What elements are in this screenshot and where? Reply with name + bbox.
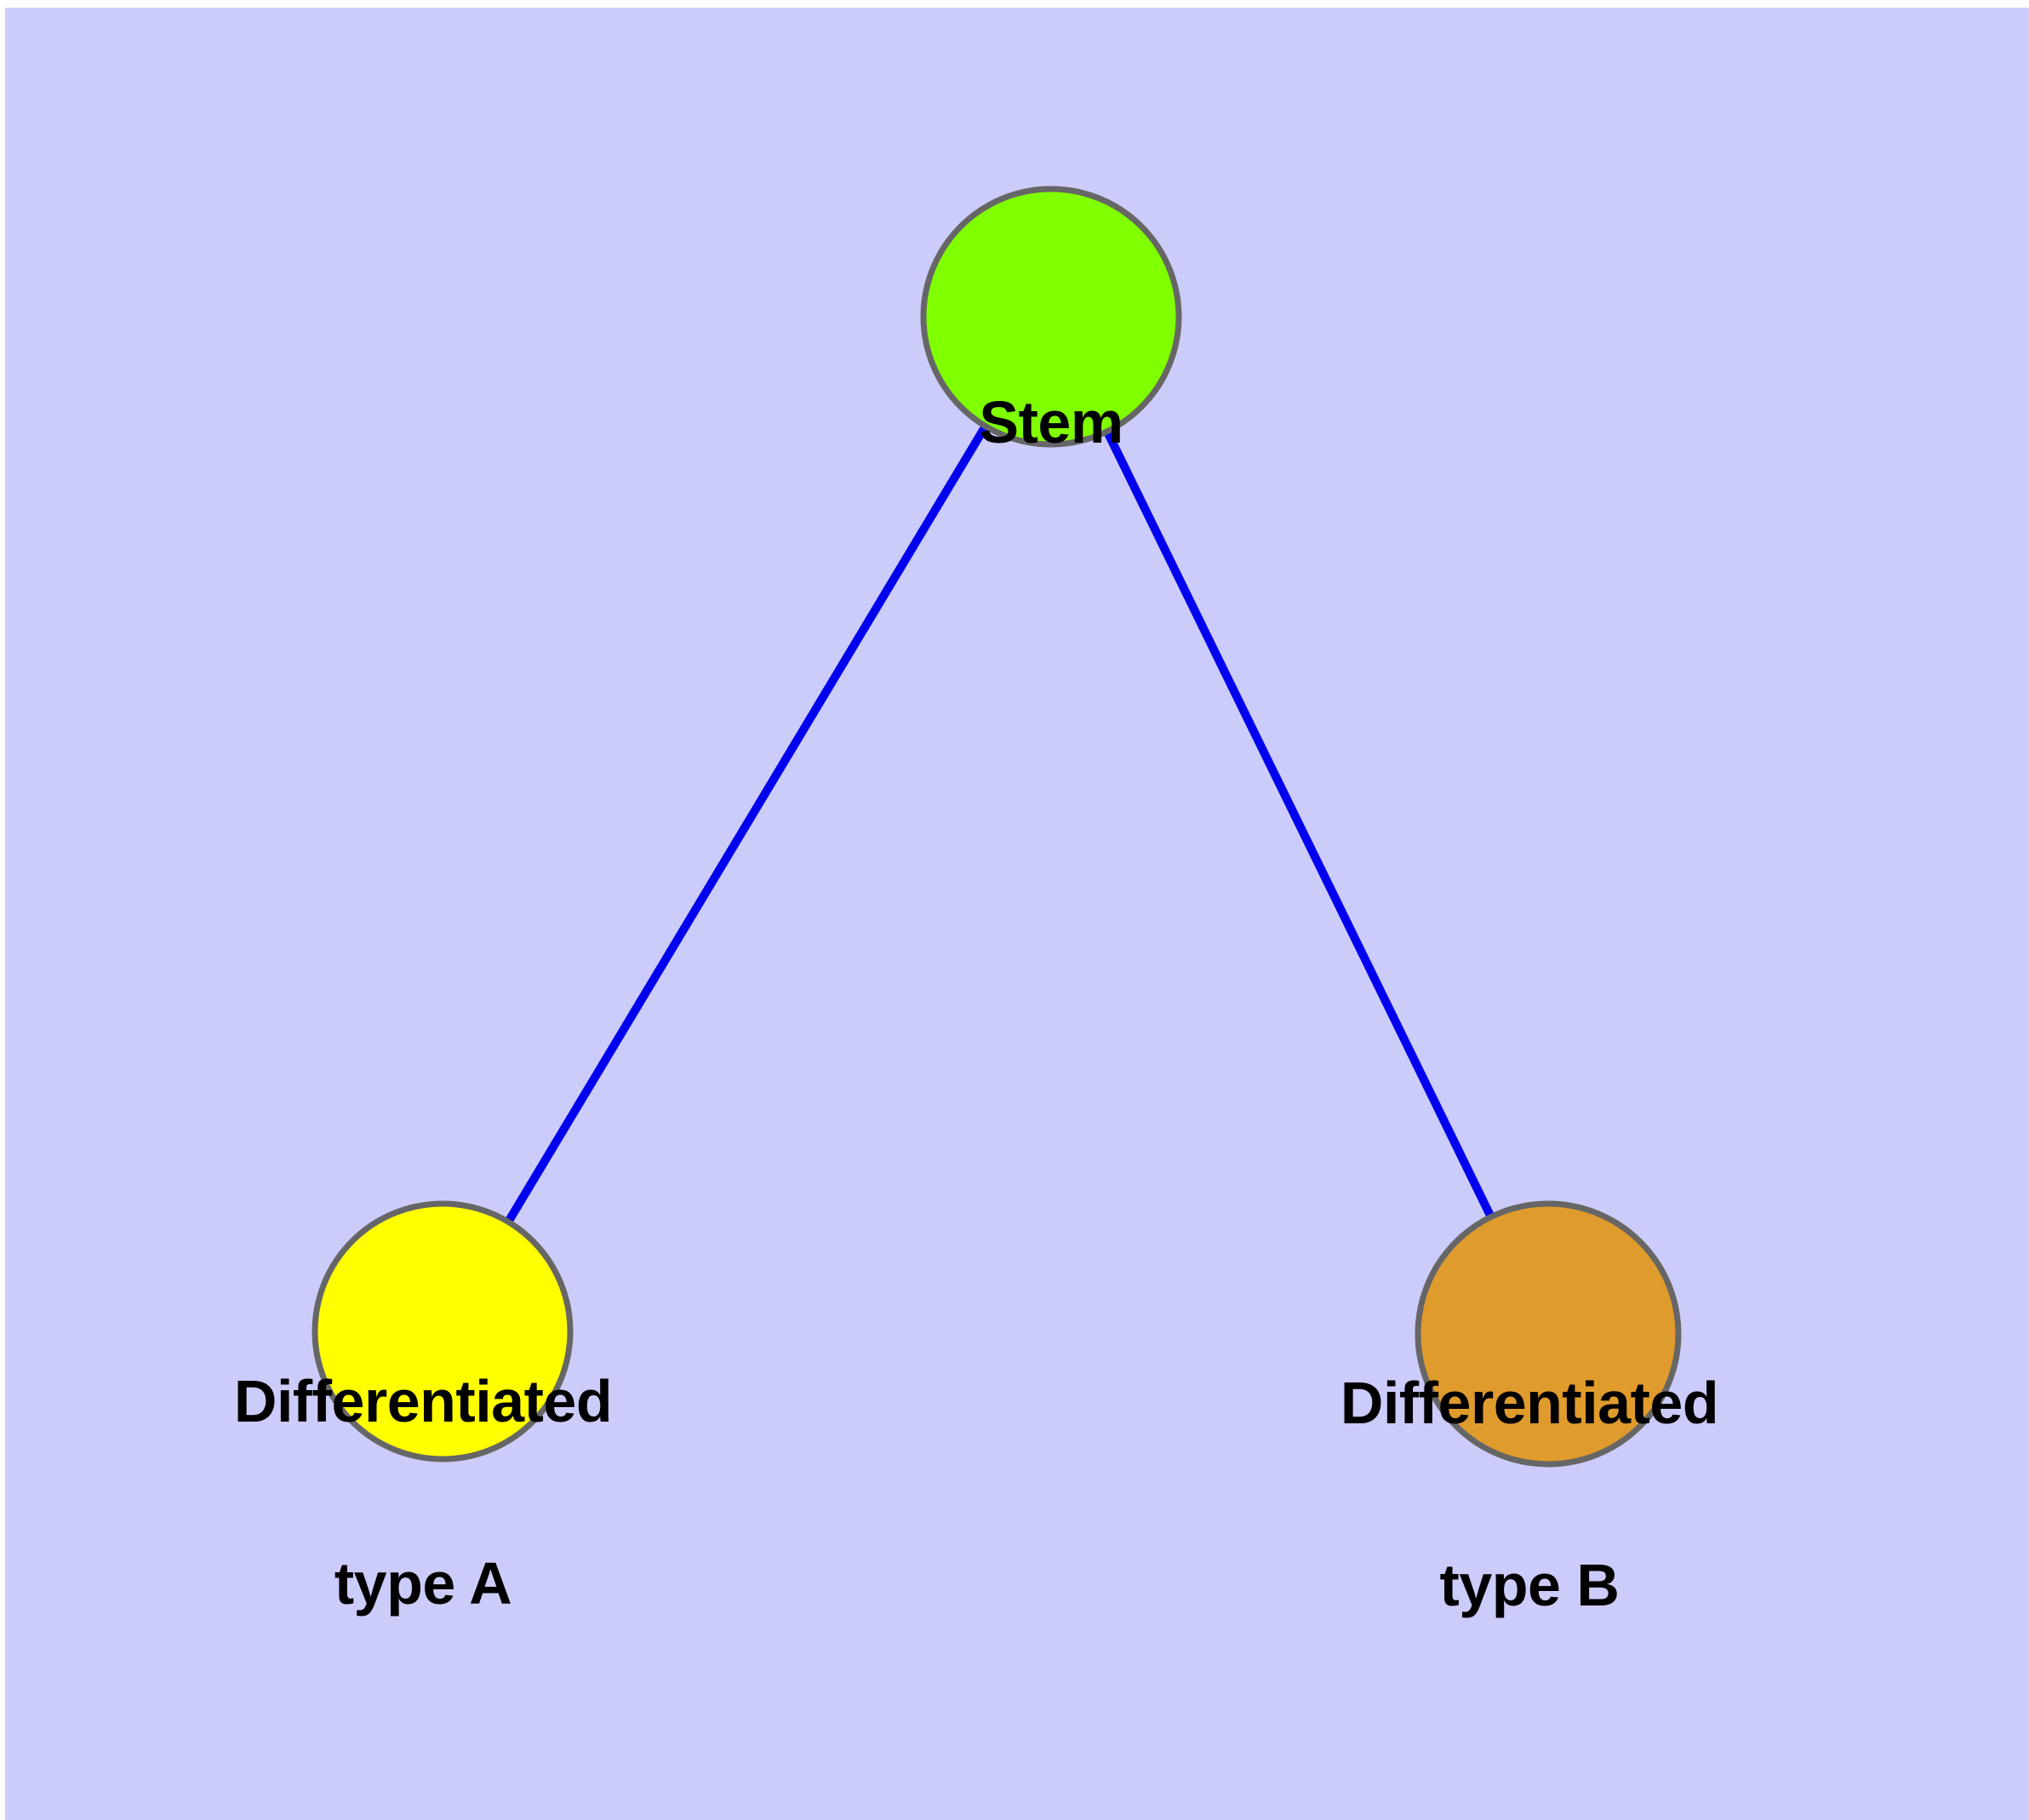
- node-layer: [311, 186, 1682, 1468]
- edge-layer: [438, 314, 1552, 1336]
- edge-stem-to-differentiated-type-b: [1047, 314, 1552, 1336]
- node-differentiated-type-b[interactable]: [1415, 1200, 1682, 1468]
- edge-stem-to-differentiated-type-a: [438, 314, 1055, 1334]
- node-stem[interactable]: [920, 186, 1182, 448]
- node-differentiated-type-a[interactable]: [311, 1200, 574, 1462]
